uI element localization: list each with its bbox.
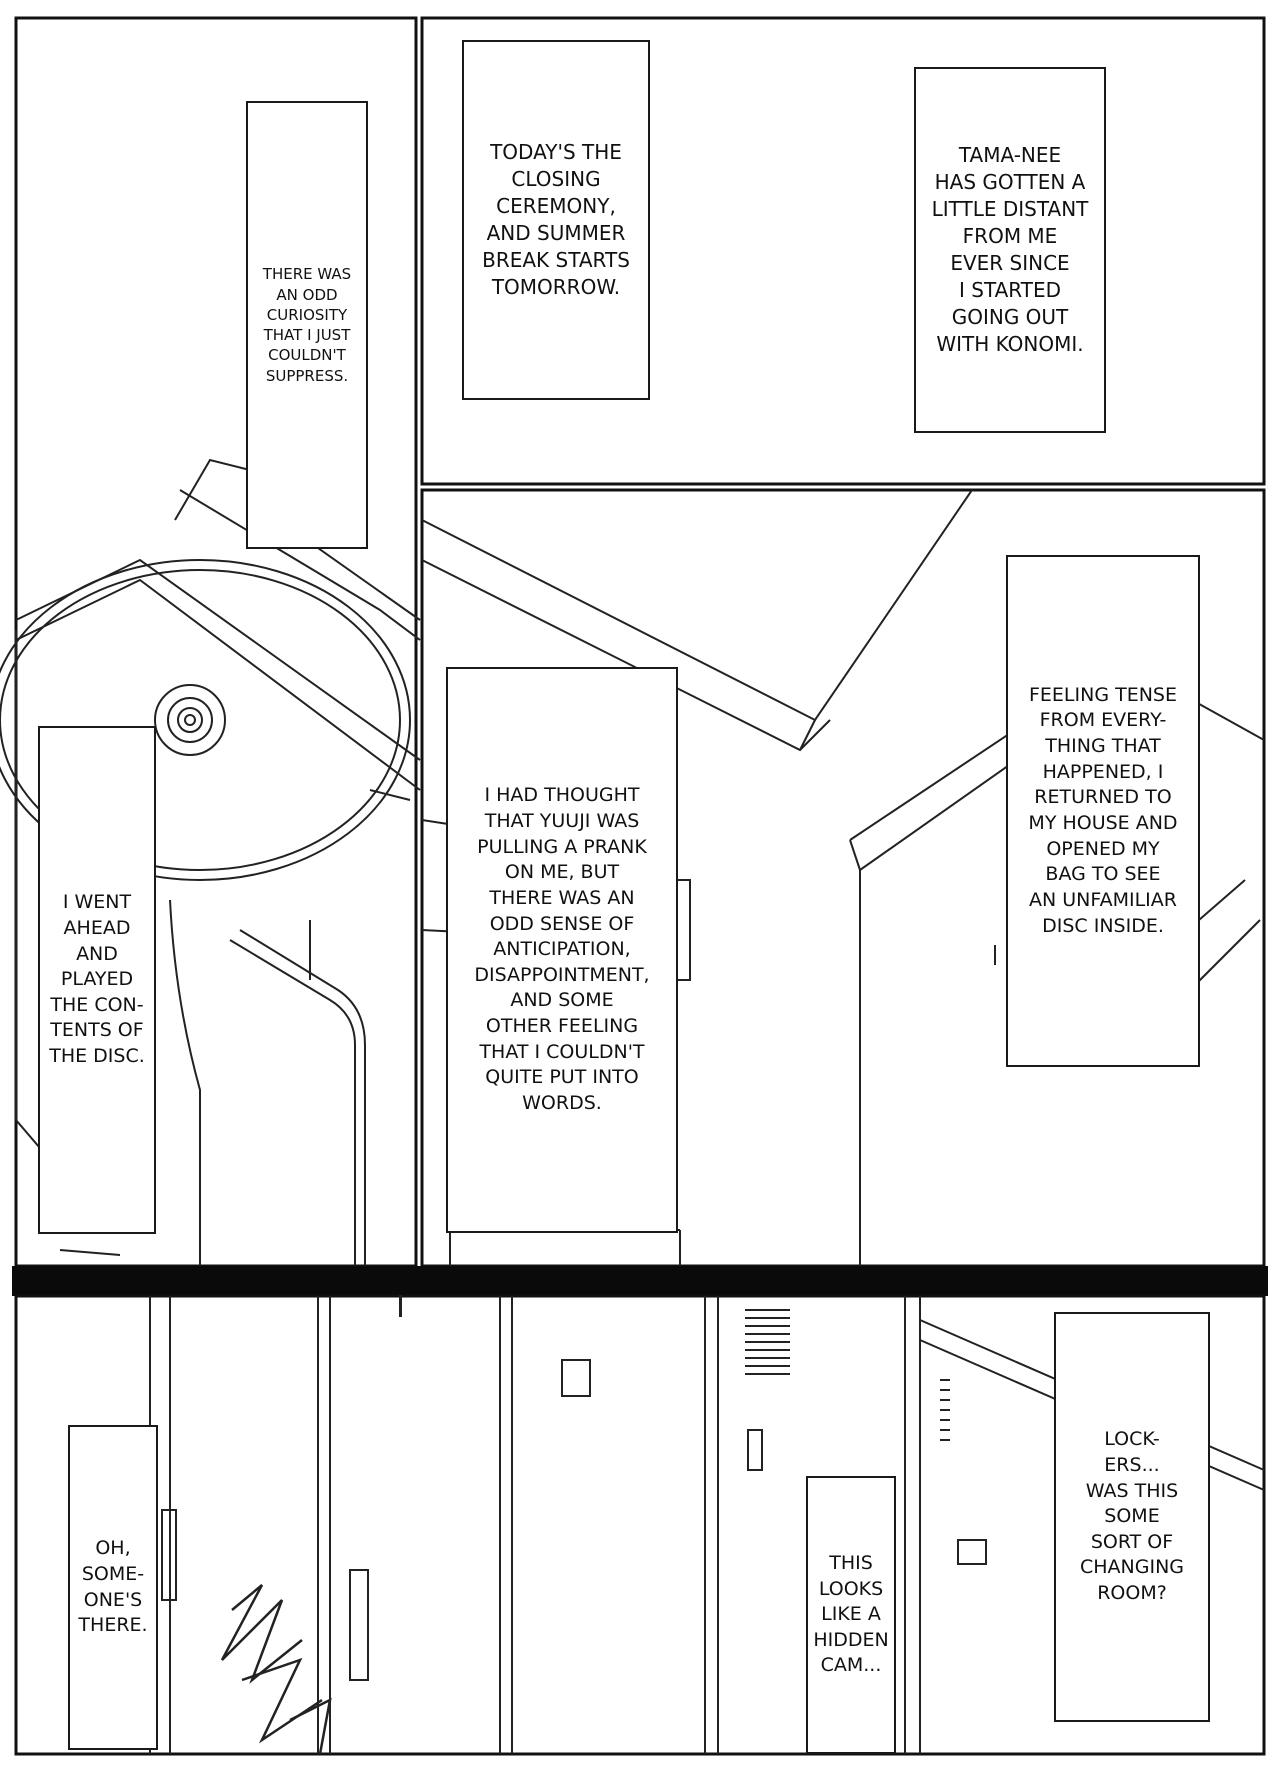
caption-text: Feeling tense from every- thing that hap… xyxy=(1028,683,1178,937)
caption-text: Lock- ers... was this some sort of chang… xyxy=(1079,1428,1185,1605)
caption-text: I went ahead and played the con- tents o… xyxy=(49,891,145,1068)
locker-vent xyxy=(745,1309,950,1441)
caption-text: This looks like a hidden cam... xyxy=(813,1551,889,1677)
caption-text: There was an odd curiosity that I just c… xyxy=(262,265,352,385)
caption-text: Oh, some- one's there. xyxy=(78,1537,148,1637)
caption-text: Tama-nee has gotten a little distant fro… xyxy=(931,143,1089,356)
sound-effect-zig xyxy=(220,1584,332,1755)
panel-divider-bar xyxy=(12,1266,1268,1296)
caption-text: I had thought that Yuuji was pulling a p… xyxy=(474,784,650,1115)
caption-tama-nee: Tama-nee has gotten a little distant fro… xyxy=(914,67,1106,433)
caption-lockers: Lock- ers... was this some sort of chang… xyxy=(1054,1312,1210,1722)
caption-prank: I had thought that Yuuji was pulling a p… xyxy=(446,667,678,1233)
caption-odd-curiosity: There was an odd curiosity that I just c… xyxy=(246,101,368,549)
caption-text: Today's the closing ceremony, and summer… xyxy=(482,140,630,299)
caption-someone-there: Oh, some- one's there. xyxy=(68,1425,158,1750)
lockers-illustration xyxy=(149,1295,1265,1755)
caption-hidden-cam: This looks like a hidden cam... xyxy=(806,1476,896,1754)
caption-played-disc: I went ahead and played the con- tents o… xyxy=(38,726,156,1234)
caption-feeling-tense: Feeling tense from every- thing that hap… xyxy=(1006,555,1200,1067)
caption-closing-ceremony: Today's the closing ceremony, and summer… xyxy=(462,40,650,400)
